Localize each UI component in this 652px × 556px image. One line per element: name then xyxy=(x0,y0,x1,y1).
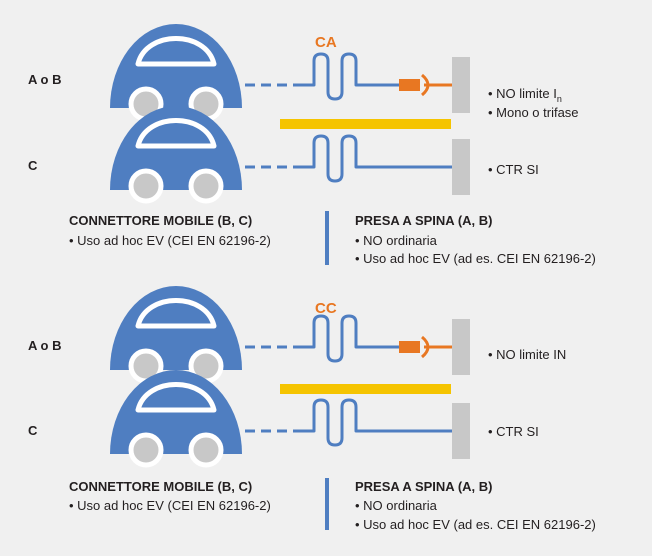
plug-body xyxy=(399,341,420,353)
row-ab-note: • NO limite In xyxy=(488,86,562,104)
row-c-note: • CTR SI xyxy=(488,424,539,439)
car-wheel xyxy=(188,432,224,468)
car-window xyxy=(135,298,217,329)
connector-heading: CONNETTORE MOBILE (B, C) xyxy=(69,213,253,228)
separator-bar xyxy=(280,384,451,394)
car-window xyxy=(135,118,217,149)
plug-icon xyxy=(399,335,452,359)
socket-item: • NO ordinaria xyxy=(355,233,437,248)
mode-c-label: C xyxy=(28,158,38,173)
car-wheel xyxy=(128,168,164,204)
socket-item: • NO ordinaria xyxy=(355,498,437,513)
row-ab-note: • Mono o trifase xyxy=(488,105,579,120)
connector-item: • Uso ad hoc EV (CEI EN 62196-2) xyxy=(69,233,271,248)
current-type-label: CA xyxy=(315,34,337,51)
mode-ab-label: A o B xyxy=(28,338,62,353)
wall-socket-icon xyxy=(452,139,470,195)
cable-icon xyxy=(245,134,452,183)
separator-bar xyxy=(280,119,451,129)
socket-item: • Uso ad hoc EV (ad es. CEI EN 62196-2) xyxy=(355,517,596,532)
socket-heading: PRESA A SPINA (A, B) xyxy=(355,479,493,494)
plug-body xyxy=(399,79,420,91)
wall-socket-icon xyxy=(452,57,470,113)
cable-icon xyxy=(245,52,399,101)
car-window xyxy=(135,36,217,67)
wall-socket-icon xyxy=(452,403,470,459)
car-icon xyxy=(110,370,242,468)
wall-socket-icon xyxy=(452,319,470,375)
socket-heading: PRESA A SPINA (A, B) xyxy=(355,213,493,228)
car-icon xyxy=(110,106,242,204)
mode-c-label: C xyxy=(28,423,38,438)
cable-coil xyxy=(300,134,452,183)
socket-item: • Uso ad hoc EV (ad es. CEI EN 62196-2) xyxy=(355,251,596,266)
cable-coil xyxy=(300,314,399,363)
plug-icon xyxy=(399,73,452,97)
current-type-label: CC xyxy=(315,300,337,317)
row-c-note: • CTR SI xyxy=(488,162,539,177)
column-divider xyxy=(325,478,329,530)
car-icon xyxy=(110,24,242,122)
car-wheel xyxy=(188,168,224,204)
connector-item: • Uso ad hoc EV (CEI EN 62196-2) xyxy=(69,498,271,513)
panel-cc xyxy=(110,286,470,530)
cable-coil xyxy=(300,52,399,101)
column-divider xyxy=(325,211,329,265)
panel-ca xyxy=(110,24,470,265)
cable-coil xyxy=(300,398,452,447)
car-icon xyxy=(110,286,242,384)
cable-icon xyxy=(245,314,399,363)
row-ab-note: • NO limite IN xyxy=(488,347,567,362)
cable-icon xyxy=(245,398,452,447)
connector-heading: CONNETTORE MOBILE (B, C) xyxy=(69,479,253,494)
car-window xyxy=(135,382,217,413)
car-wheel xyxy=(128,432,164,468)
mode-ab-label: A o B xyxy=(28,72,62,87)
